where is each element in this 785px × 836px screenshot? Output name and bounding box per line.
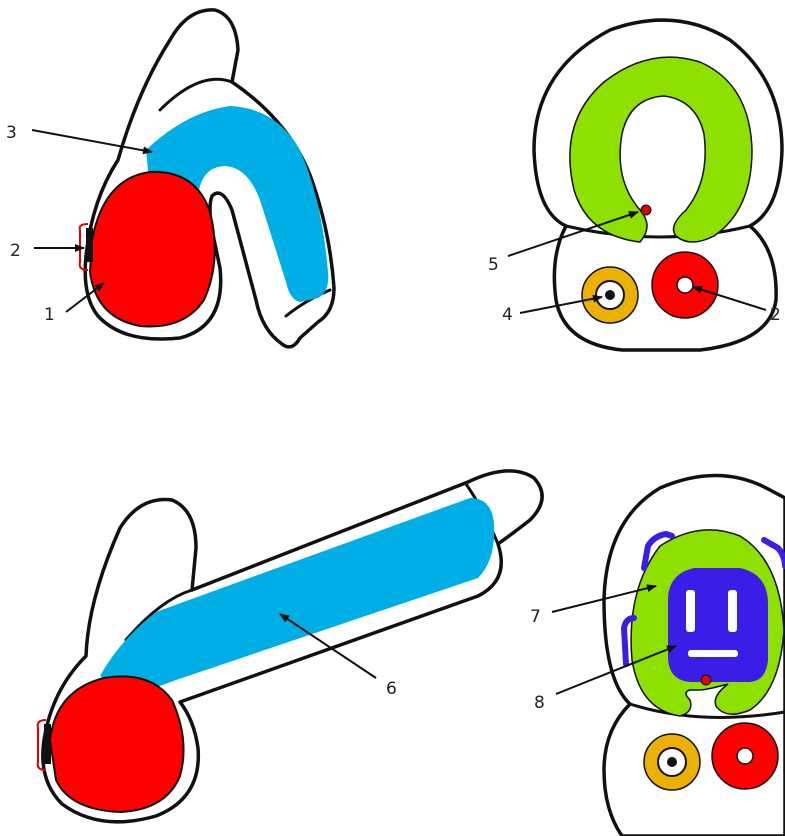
device-dark — [86, 228, 93, 262]
ring-yellow-core-2 — [667, 757, 677, 767]
implant-bar-bottom — [688, 650, 738, 657]
label-2: 2 — [10, 241, 21, 261]
ring-red-inner-2 — [737, 748, 753, 764]
dot-5 — [641, 205, 651, 215]
label-3: 3 — [6, 123, 17, 143]
implant-bar-left — [686, 590, 695, 632]
label-6: 6 — [386, 679, 397, 699]
implant-purple — [668, 568, 768, 682]
side-view-erect — [38, 471, 542, 822]
dot-small-2 — [701, 675, 711, 685]
cross-section-bottom — [604, 475, 785, 836]
device-dark-erect — [44, 724, 51, 764]
cross-section-top — [534, 20, 782, 350]
label-5: 5 — [488, 255, 499, 275]
implant-bar-right — [728, 590, 737, 632]
label-8: 8 — [534, 693, 545, 713]
label-1: 1 — [44, 305, 55, 325]
ring-yellow-core — [605, 290, 615, 300]
ring-red-inner — [677, 277, 693, 293]
label-2b: 2 — [770, 305, 781, 325]
side-view-flaccid — [80, 10, 334, 347]
label-7: 7 — [530, 607, 541, 627]
label-4: 4 — [502, 305, 513, 325]
bulb-red-erect — [50, 676, 184, 812]
